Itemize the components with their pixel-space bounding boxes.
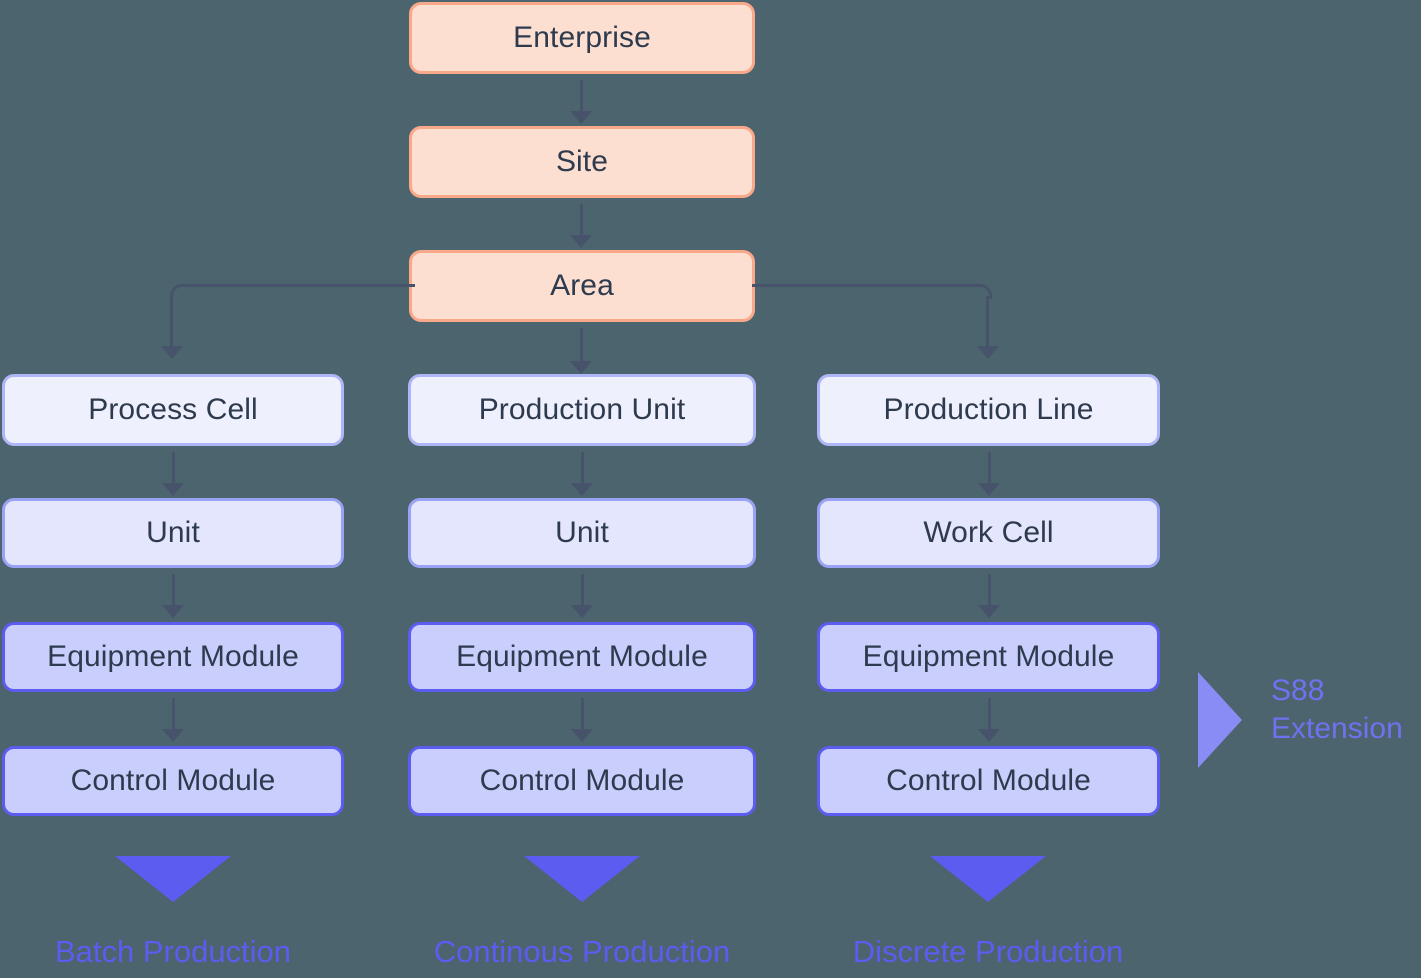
arrow-head (978, 605, 1000, 618)
node-production-line-label: Production Line (883, 393, 1094, 426)
arrow-shaft (580, 328, 583, 361)
node-control-module-batch[interactable]: Control Module (2, 746, 344, 816)
arrow-head (976, 346, 999, 359)
arrow-head (162, 483, 184, 496)
arrow-unit-to-equipment-module-batch (162, 574, 184, 618)
arrow-shaft (581, 452, 584, 483)
connector-area-to-process-cell (160, 284, 415, 374)
node-batch-unit-label: Unit (146, 516, 200, 549)
arrow-production-line-to-work-cell (978, 452, 1000, 496)
arrow-equipment-to-control-continuous (571, 698, 593, 742)
node-control-module-continuous-label: Control Module (479, 764, 685, 797)
arrow-shaft (172, 452, 175, 483)
connector-horizontal (182, 284, 415, 287)
s88-extension-label: S88 Extension (1271, 672, 1403, 749)
node-control-module-discrete-label: Control Module (886, 764, 1091, 797)
arrow-area-to-production-unit (570, 328, 592, 374)
arrow-shaft (580, 80, 583, 111)
node-work-cell[interactable]: Work Cell (817, 498, 1160, 568)
result-triangle-batch (115, 856, 231, 902)
arrow-shaft (988, 698, 991, 729)
result-triangle-continuous (524, 856, 640, 902)
result-triangle-discrete (930, 856, 1046, 902)
s88-extension-arrow-icon (1198, 672, 1242, 768)
result-label-continuous: Continous Production (433, 934, 731, 969)
node-continuous-unit[interactable]: Unit (408, 498, 756, 568)
node-control-module-continuous[interactable]: Control Module (408, 746, 756, 816)
connector-area-to-production-line (752, 284, 999, 374)
arrow-process-cell-to-unit (162, 452, 184, 496)
arrow-shaft (988, 452, 991, 483)
node-site[interactable]: Site (409, 126, 755, 198)
node-area-label: Area (550, 269, 614, 302)
arrow-head (571, 483, 593, 496)
arrow-shaft (172, 698, 175, 729)
node-production-unit[interactable]: Production Unit (408, 374, 756, 446)
arrow-unit-to-equipment-module-continuous (571, 574, 593, 618)
arrow-head (570, 111, 592, 124)
node-production-unit-label: Production Unit (478, 393, 686, 426)
arrow-work-cell-to-equipment-module (978, 574, 1000, 618)
connector-corner (170, 284, 185, 299)
arrow-head (978, 729, 1000, 742)
node-site-label: Site (555, 145, 609, 178)
s88-extension-line2: Extension (1271, 712, 1403, 746)
node-work-cell-label: Work Cell (923, 516, 1054, 549)
arrow-head (571, 605, 593, 618)
connector-vertical (986, 296, 989, 346)
arrow-head (570, 361, 592, 374)
node-process-cell-label: Process Cell (88, 393, 258, 426)
arrow-head (570, 235, 592, 248)
arrow-head (160, 346, 183, 359)
connector-corner (977, 284, 992, 299)
node-equipment-module-continuous[interactable]: Equipment Module (408, 622, 756, 692)
result-label-discrete: Discrete Production (852, 934, 1124, 969)
arrow-head (162, 605, 184, 618)
connector-horizontal (752, 284, 977, 287)
arrow-head (978, 483, 1000, 496)
arrow-shaft (581, 574, 584, 605)
node-enterprise-label: Enterprise (513, 21, 651, 54)
node-equipment-module-batch-label: Equipment Module (47, 640, 299, 673)
arrow-head (571, 729, 593, 742)
node-enterprise[interactable]: Enterprise (409, 2, 755, 74)
node-equipment-module-continuous-label: Equipment Module (456, 640, 708, 673)
node-equipment-module-discrete[interactable]: Equipment Module (817, 622, 1160, 692)
arrow-shaft (988, 574, 991, 605)
arrow-enterprise-to-site (570, 80, 592, 124)
node-batch-unit[interactable]: Unit (2, 498, 344, 568)
s88-extension-line1: S88 (1271, 674, 1325, 707)
connector-vertical (170, 296, 173, 346)
arrow-head (162, 729, 184, 742)
node-equipment-module-batch[interactable]: Equipment Module (2, 622, 344, 692)
arrow-equipment-to-control-discrete (978, 698, 1000, 742)
arrow-site-to-area (570, 204, 592, 248)
node-process-cell[interactable]: Process Cell (2, 374, 344, 446)
node-production-line[interactable]: Production Line (817, 374, 1160, 446)
node-continuous-unit-label: Unit (555, 516, 609, 549)
arrow-shaft (581, 698, 584, 729)
arrow-equipment-to-control-batch (162, 698, 184, 742)
node-equipment-module-discrete-label: Equipment Module (862, 640, 1115, 673)
node-area[interactable]: Area (409, 250, 755, 322)
arrow-shaft (580, 204, 583, 235)
node-control-module-discrete[interactable]: Control Module (817, 746, 1160, 816)
node-control-module-batch-label: Control Module (70, 764, 276, 797)
arrow-shaft (172, 574, 175, 605)
result-label-batch: Batch Production (54, 934, 292, 969)
arrow-production-unit-to-unit (571, 452, 593, 496)
